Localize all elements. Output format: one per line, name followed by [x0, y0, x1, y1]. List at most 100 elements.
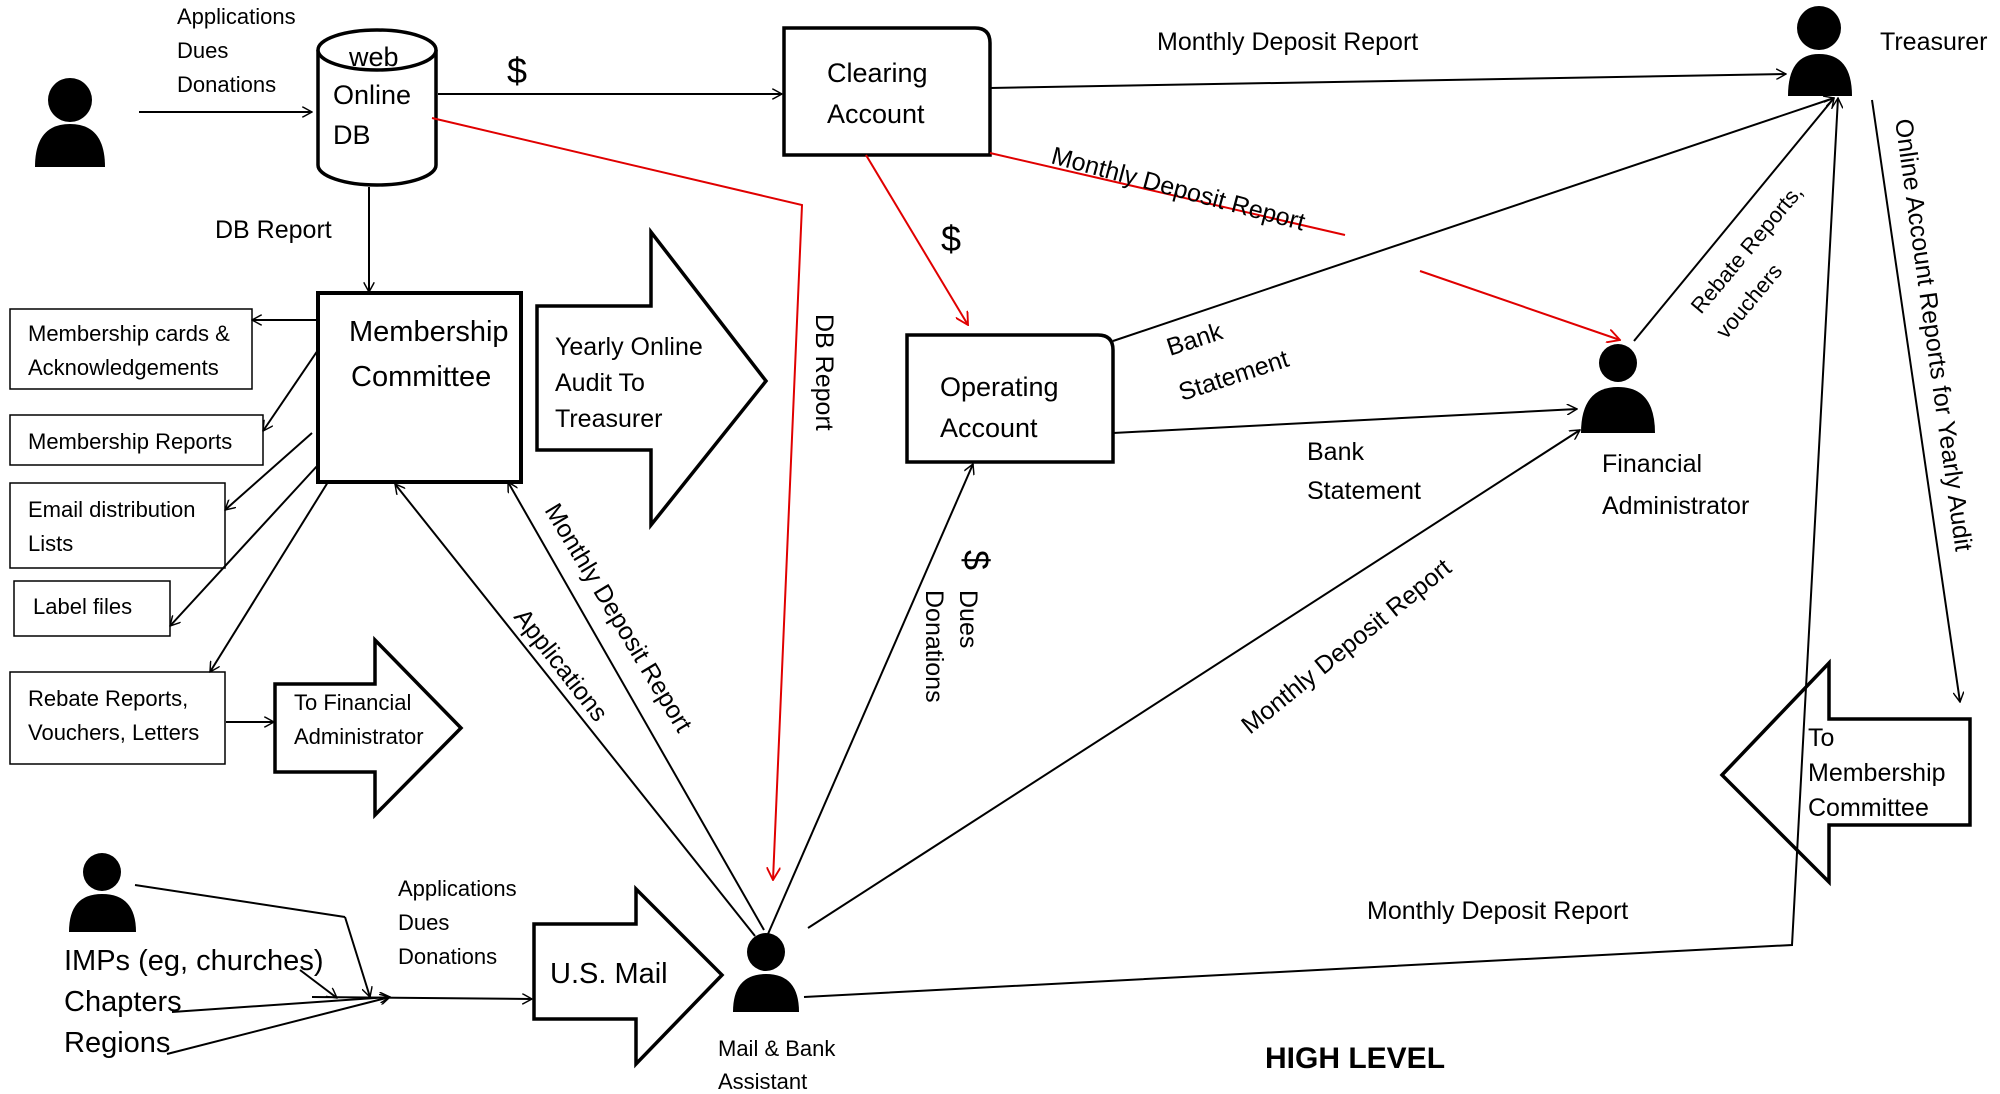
online-yearly-audit-label: Online Account Reports for Yearly Audit — [1889, 117, 1977, 553]
operating-account-label-1: Operating — [940, 372, 1059, 402]
operating-to-fa-arrow — [1112, 409, 1577, 434]
imps-person-icon — [69, 853, 136, 932]
web-inflow-applications-label: Applications — [177, 4, 296, 29]
out-rebate-box — [9, 671, 226, 765]
high-level-label: HIGH LEVEL — [1265, 1042, 1445, 1075]
assistant-to-fa-arrow — [807, 429, 1580, 929]
out-rebate-label-1: Rebate Reports, — [28, 686, 188, 711]
treasurer-to-mc-arrow — [1871, 99, 1960, 702]
us-mail-label: U.S. Mail — [550, 958, 668, 990]
assistant-to-treasurer-arrow — [803, 98, 1838, 998]
to-fa-label-1: To Financial — [294, 690, 411, 715]
online-db-cylinder — [316, 28, 438, 187]
regions-to-mail-arrow — [166, 997, 390, 1055]
out-cards-label-1: Membership cards & — [28, 321, 230, 346]
assistant-to-mc-applications-arrow — [395, 484, 756, 937]
yearly-audit-label-1: Yearly Online — [555, 333, 703, 361]
fa-to-treasurer-arrow — [1633, 98, 1834, 342]
db-to-clearing-dollar-label: $ — [507, 50, 527, 91]
mc-to-email-arrow — [225, 432, 313, 510]
out-label-label: Label files — [33, 594, 132, 619]
to-fa-red-arrow — [1419, 270, 1620, 340]
fa-label-2: Administrator — [1602, 492, 1749, 520]
imps-label: IMPs (eg, churches) — [64, 945, 323, 977]
db-to-assistant-red-arrow — [431, 117, 804, 880]
mail-in-dues-label: Dues — [398, 910, 449, 935]
mc-label-2: Committee — [351, 361, 491, 393]
mail-trunk-arrow — [311, 997, 532, 999]
clearing-to-fa-red-line — [989, 152, 1346, 236]
out-email-label-2: Lists — [28, 531, 73, 556]
clearing-account-box — [782, 26, 992, 157]
to-mc-label-1: To — [1808, 724, 1834, 752]
out-label-box — [13, 580, 171, 637]
clearing-account-label-2: Account — [827, 99, 925, 129]
monthly-deposit-rotated-label: Monthly Deposit Report — [539, 499, 698, 737]
operating-account-box — [905, 333, 1115, 464]
clearing-to-operating-red-arrow — [865, 154, 968, 325]
mc-to-rebate-arrow — [209, 481, 329, 672]
db-report-vertical-label: DB Report — [810, 314, 838, 431]
financial-administrator-person-icon — [1581, 344, 1655, 433]
clearing-to-treasurer-arrow — [989, 74, 1786, 89]
to-membership-committee-arrow-shape — [1719, 658, 1972, 887]
chapters-label: Chapters — [64, 986, 182, 1018]
chapters-to-mail-arrow — [171, 997, 390, 1013]
imps-to-mail-arrow — [299, 969, 337, 998]
mail-bank-assistant-label-1: Mail & Bank — [718, 1036, 836, 1061]
assistant-dues-label: Dues — [954, 590, 982, 648]
bank-statement-1-label-a: Bank — [1163, 317, 1226, 361]
db-online-label: Online — [333, 80, 411, 110]
bank-statement-2-label-a: Bank — [1307, 438, 1364, 466]
yearly-audit-arrow-shape — [535, 226, 769, 530]
out-reports-box — [9, 414, 264, 466]
out-rebate-label-2: Vouchers, Letters — [28, 720, 199, 745]
mail-in-donations-label: Donations — [398, 944, 497, 969]
membership-committee-box — [316, 291, 523, 484]
db-db-label: DB — [333, 120, 371, 150]
db-report-label: DB Report — [215, 216, 332, 244]
to-financial-admin-arrow-shape — [273, 635, 464, 820]
assistant-to-operating-arrow — [767, 464, 973, 935]
clearing-account-label-1: Clearing — [827, 58, 928, 88]
mc-label-1: Membership — [349, 316, 509, 348]
mail-in-applications-label: Applications — [398, 876, 517, 901]
clearing-to-operating-dollar-label: $ — [941, 218, 961, 259]
out-reports-label: Membership Reports — [28, 429, 232, 454]
treasurer-person-icon — [1788, 6, 1852, 96]
imps-feed-line — [134, 884, 346, 918]
regions-label: Regions — [64, 1027, 170, 1059]
treasurer-label: Treasurer — [1880, 28, 1987, 56]
operating-to-treasurer-arrow — [1112, 98, 1834, 342]
member-person-icon — [35, 78, 105, 167]
clearing-to-fa-report-label: Monthly Deposit Report — [1048, 142, 1308, 237]
assistant-to-treasurer-report-label: Monthly Deposit Report — [1367, 897, 1628, 925]
assistant-donations-label: Donations — [920, 590, 948, 703]
to-mc-label-3: Committee — [1808, 794, 1929, 822]
assistant-to-operating-dollar-label: $ — [956, 550, 997, 570]
imps-feed-arrow — [344, 916, 370, 997]
mail-bank-assistant-person-icon — [733, 933, 799, 1012]
yearly-audit-label-3: Treasurer — [555, 405, 662, 433]
operating-account-label-2: Account — [940, 413, 1038, 443]
mail-bank-assistant-label-2: Assistant — [718, 1069, 807, 1094]
applications-rotated-label: Applications — [508, 603, 613, 726]
out-cards-label-2: Acknowledgements — [28, 355, 219, 380]
out-cards-box — [9, 308, 253, 390]
clearing-to-treasurer-report-label: Monthly Deposit Report — [1157, 28, 1418, 56]
bank-statement-2-label-b: Statement — [1307, 477, 1421, 505]
db-web-label: web — [348, 42, 399, 72]
mc-to-reports-arrow — [263, 349, 319, 431]
web-inflow-dues-label: Dues — [177, 38, 228, 63]
us-mail-arrow-shape — [532, 884, 725, 1069]
fa-label-1: Financial — [1602, 450, 1702, 478]
web-inflow-donations-label: Donations — [177, 72, 276, 97]
to-fa-label-2: Administrator — [294, 724, 424, 749]
to-mc-label-2: Membership — [1808, 759, 1946, 787]
assistant-to-mc-report-arrow — [507, 482, 765, 931]
out-email-box — [9, 482, 226, 569]
yearly-audit-label-2: Audit To — [555, 369, 645, 397]
mc-to-label-arrow — [170, 464, 319, 626]
out-email-label-1: Email distribution — [28, 497, 196, 522]
